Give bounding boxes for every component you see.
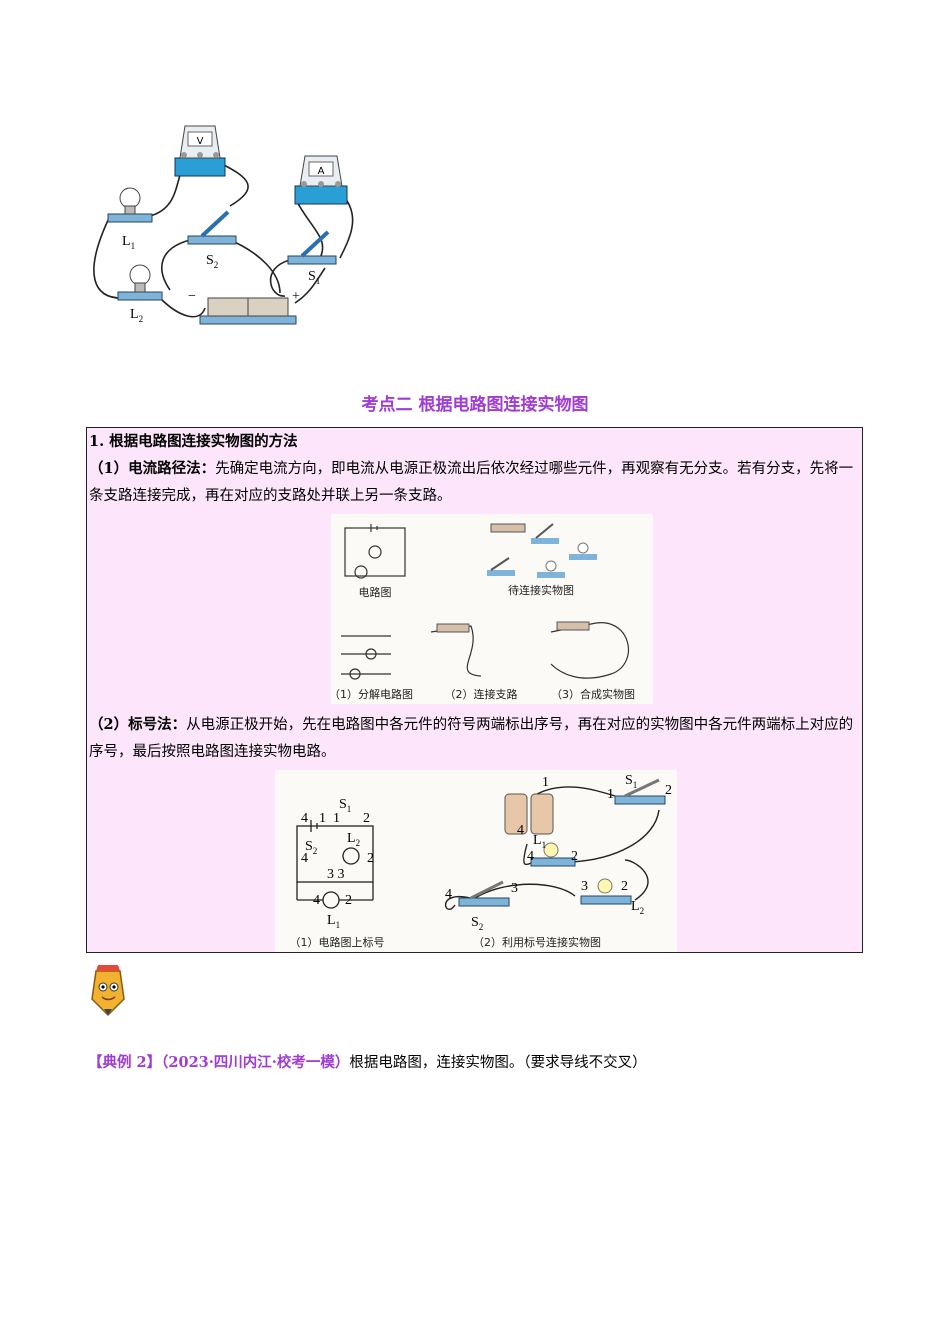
label-l1: L1 [122,234,135,251]
method-paragraph-1: （1）电流路径法：先确定电流方向，即电流从电源正极流出后依次经过哪些元件，再观察… [89,455,858,510]
fig2-phys-num-4c: 4 [445,887,452,902]
voltmeter-label: V [197,136,204,147]
fig2-l1-label: L1 [327,913,340,930]
fig2-phys-num-2c: 2 [621,879,628,894]
method-1-text: 先确定电流方向，即电流从电源正极流出后依次经过哪些元件，再观察有无分支。若有分支… [89,461,854,504]
fig2-num-1b: 1 [333,811,340,826]
fig2-phys-s1: S1 [625,773,637,790]
switch-s2 [187,210,237,245]
fig2-caption-left: （1）电路图上标号 [290,935,385,949]
fig2-num-33: 3 3 [327,867,345,882]
fig2-phys-num-4a: 4 [517,823,524,838]
fig2-num-1a: 1 [319,811,326,826]
parts-caption: 待连接实物图 [508,583,574,597]
step-1-caption: （1）分解电路图 [331,687,413,701]
numbering-figure: 4 1 1 S1 2 S2 L2 4 2 3 3 4 2 L1 （1）电路图上标… [275,770,677,952]
numbered-circuit-diagram [296,820,374,909]
label-minus: − [188,289,196,304]
fig2-phys-num-4b: 4 [527,849,534,864]
method-2-text: 从电源正极开始，先在电路图中各元件的符号两端标出序号，再在对应的实物图中各元件两… [89,717,854,760]
fig2-num-4a: 4 [301,811,308,826]
step-2-caption: （2）连接支路 [445,688,518,701]
fig2-phys-num-1b: 1 [607,787,614,802]
bulb-l2 [117,264,163,301]
fig2-l2-label: L2 [347,831,360,848]
label-s1: S1 [308,269,320,286]
current-path-figure: 电路图 待连接实物图 （1）分解电路图 （2）连接支路 （3）合成实物图 [331,514,653,704]
method-1-label: （1）电流路径法： [89,460,216,477]
fig2-num-4b: 4 [301,851,308,866]
switch-s1 [287,230,337,265]
pencil-mascot-icon [91,965,125,1017]
fig2-num-4c: 4 [313,893,320,908]
fig2-num-2a: 2 [363,811,370,826]
ammeter: A [294,155,348,205]
voltmeter: V [174,125,226,177]
fig2-phys-num-3a: 3 [511,881,518,896]
fig2-phys-num-1a: 1 [542,775,549,790]
step-3-caption: （3）合成实物图 [551,687,635,701]
label-s2: S2 [206,253,218,270]
example-line: 【典例 2】（2023·四川内江·校考一模）根据电路图，连接实物图。（要求导线不… [88,1052,647,1074]
circuit-caption: 电路图 [359,586,392,599]
method-heading: 1. 根据电路图连接实物图的方法 [89,433,298,450]
battery [199,297,297,325]
label-plus: + [292,289,300,304]
circuit-diagram [344,524,406,579]
fig2-s1-label: S1 [339,797,351,814]
unconnected-parts [487,523,597,578]
fig2-phys-num-2b: 2 [571,849,578,864]
fig2-num-2c: 2 [345,893,352,908]
fig2-phys-s2: S2 [471,915,483,932]
fig2-num-2b: 2 [367,851,374,866]
numbered-physical-circuit [444,786,660,910]
method-box: 1. 根据电路图连接实物图的方法 （1）电流路径法：先确定电流方向，即电流从电源… [86,427,863,953]
top-circuit-figure: V A L1 L2 S2 S1 − + [93,125,354,325]
fig2-phys-num-3b: 3 [581,879,588,894]
fig2-caption-right: （2）利用标号连接实物图 [473,935,601,949]
fig2-s2-label: S2 [305,839,317,856]
example-source: （2023·四川内江·校考一模） [161,1054,350,1071]
method-2-label: （2）标号法： [89,716,187,733]
section-title: 考点二 根据电路图连接实物图 [361,395,589,415]
fig2-phys-l2: L2 [631,899,644,916]
example-tag: 【典例 2】 [88,1054,162,1071]
fig2-phys-num-2a: 2 [665,783,672,798]
step-diagrams [341,622,629,680]
ammeter-label: A [318,166,325,177]
fig2-phys-l1: L1 [533,833,546,850]
label-l2: L2 [130,307,143,324]
example-text: 根据电路图，连接实物图。（要求导线不交叉） [349,1055,647,1071]
method-paragraph-2: （2）标号法：从电源正极开始，先在电路图中各元件的符号两端标出序号，再在对应的实… [89,711,858,766]
bulb-l1 [107,187,153,223]
